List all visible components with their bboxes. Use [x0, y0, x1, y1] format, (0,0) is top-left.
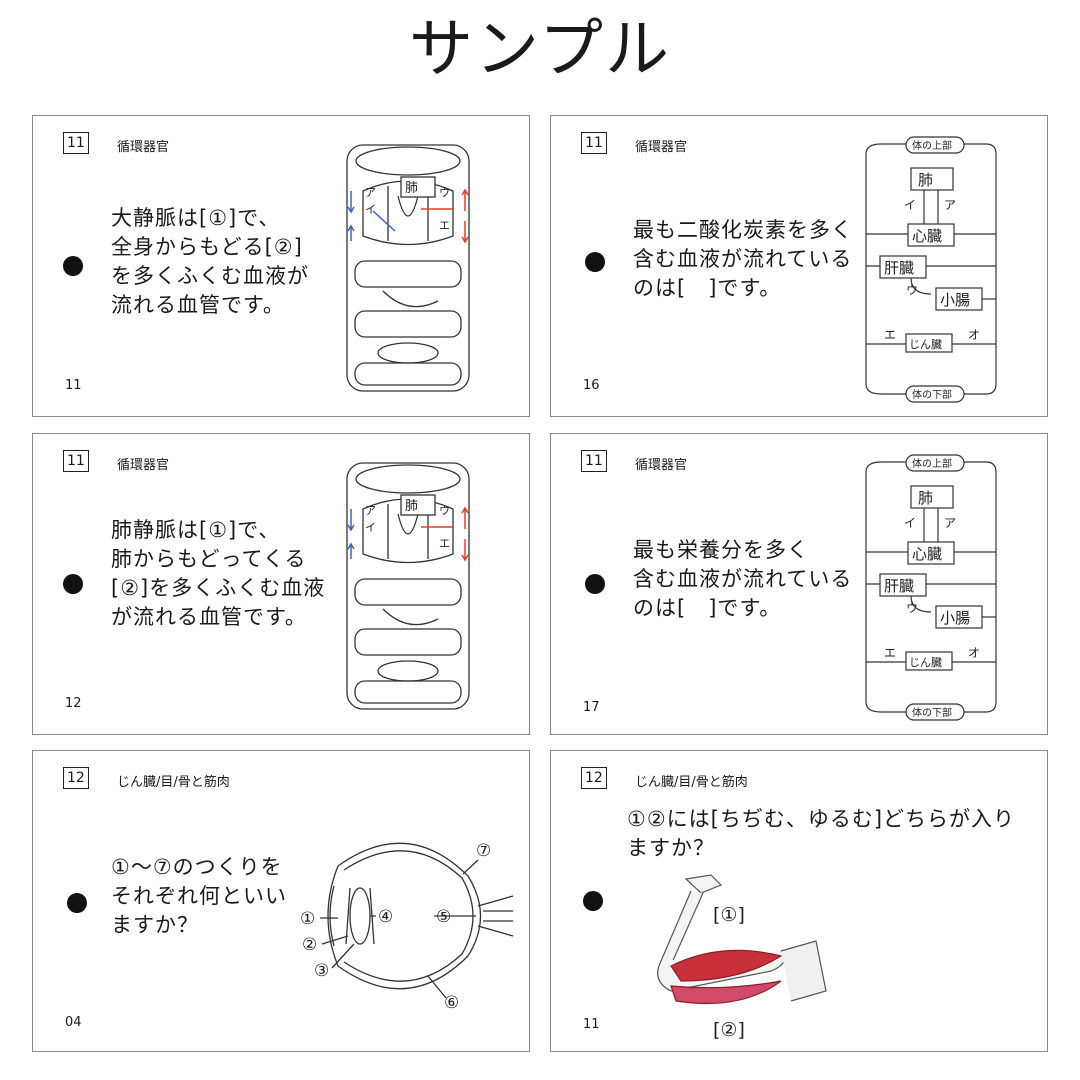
label-a: ア [365, 504, 376, 517]
topic-label: じん臓/目/骨と筋肉 [635, 775, 748, 790]
flashcard-carbon-dioxide[interactable]: 11 循環器官 最も二酸化炭素を多く 含む血液が流れている のは[ ]です。 1… [550, 115, 1048, 417]
label-lung: 肺 [918, 171, 933, 189]
label-o: オ [968, 328, 980, 342]
label-intestine: 小腸 [940, 291, 970, 309]
page-number: 11 [65, 378, 82, 393]
page-number: 11 [583, 1017, 600, 1032]
label-liver: 肝臓 [884, 577, 914, 595]
vein-arrows [347, 191, 396, 241]
topic-label: 循環器官 [117, 458, 170, 473]
chapter-number: 11 [581, 450, 607, 472]
topic-label: 循環器官 [117, 140, 170, 155]
label-e: エ [439, 537, 450, 550]
flashcard-nutrients[interactable]: 11 循環器官 最も栄養分を多く 含む血液が流れている のは[ ]です。 17 … [550, 433, 1048, 735]
label-a: ア [365, 186, 376, 199]
bullet-dot [583, 891, 603, 911]
flashcard-vena-cava[interactable]: 11 循環器官 大静脈は[①]で、 全身からもどる[②] を多くふくむ血液が 流… [32, 115, 530, 417]
label-2: ② [302, 935, 317, 955]
question-text: 肺静脈は[①]で、 肺からもどってくる [②]を多くふくむ血液 が流れる血管です… [111, 518, 326, 629]
label-lung: 肺 [405, 499, 418, 514]
label-7: ⑦ [476, 841, 491, 861]
label-e: エ [884, 646, 896, 660]
label-heart: 心臓 [912, 227, 942, 245]
label-6: ⑥ [444, 993, 459, 1013]
label-i: イ [365, 521, 376, 534]
label-lung: 肺 [405, 181, 418, 196]
artery-arrows [421, 188, 469, 244]
label-1: [①] [713, 904, 745, 926]
flashcard-muscle[interactable]: 12 じん臓/目/骨と筋肉 ①②には[ちぢむ、ゆるむ]どちらが入り ますか？ 1… [550, 750, 1048, 1052]
label-intestine: 小腸 [940, 609, 970, 627]
label-4: ④ [378, 907, 393, 927]
circulation-flowchart: 体の上部 体の下部 肺 イ ア 心臓 肝臓 ウ 小腸 じん臓 エ オ [865, 136, 997, 403]
label-2: [②] [713, 1019, 745, 1041]
circulation-flowchart: 体の上部 体の下部 肺 イ ア 心臓 肝臓 ウ 小腸 じん臓 エ オ [865, 454, 997, 721]
vein-arrows [347, 509, 355, 559]
topic-label: 循環器官 [635, 140, 688, 155]
label-lung: 肺 [918, 489, 933, 507]
question-text: 大静脈は[①]で、 全身からもどる[②] を多くふくむ血液が 流れる血管です。 [111, 206, 309, 317]
page-number: 04 [65, 1015, 82, 1030]
label-3: ③ [314, 961, 329, 981]
chapter-number: 11 [63, 450, 89, 472]
chapter-number: 11 [63, 132, 89, 154]
label-u: ウ [906, 601, 918, 615]
question-text: ①②には[ちぢむ、ゆるむ]どちらが入り ますか？ [627, 807, 1016, 860]
label-i: イ [365, 203, 376, 216]
chapter-number: 12 [63, 767, 89, 789]
arm-muscle-diagram: [①] [②] [657, 874, 827, 1041]
label-o: オ [968, 646, 980, 660]
question-text: 最も二酸化炭素を多く 含む血液が流れている のは[ ]です。 [633, 218, 853, 300]
flashcard-eye[interactable]: 12 じん臓/目/骨と筋肉 ①〜⑦のつくりを それぞれ何といい ますか？ 04 … [32, 750, 530, 1052]
bullet-dot [63, 256, 83, 276]
question-text: 最も栄養分を多く 含む血液が流れている のは[ ]です。 [633, 538, 853, 620]
circulation-figure: 肺 ア イ ウ エ [346, 462, 470, 710]
label-u: ウ [439, 186, 450, 199]
label-a: ア [944, 198, 956, 212]
chapter-number: 12 [581, 767, 607, 789]
artery-arrows [421, 506, 469, 562]
label-kidney: じん臓 [909, 656, 942, 669]
label-upper-body: 体の上部 [912, 457, 952, 470]
label-kidney: じん臓 [909, 338, 942, 351]
label-i: イ [904, 516, 916, 530]
circulation-figure: 肺 ア イ ウ エ [346, 144, 470, 392]
bullet-dot [67, 893, 87, 913]
label-heart: 心臓 [912, 545, 942, 563]
label-5: ⑤ [436, 907, 451, 927]
question-text: ①〜⑦のつくりを それぞれ何といい ますか？ [111, 855, 287, 937]
topic-label: じん臓/目/骨と筋肉 [117, 775, 230, 790]
bullet-dot [585, 252, 605, 272]
label-u: ウ [906, 283, 918, 297]
bullet-dot [63, 574, 83, 594]
label-upper-body: 体の上部 [912, 139, 952, 152]
bullet-dot [585, 574, 605, 594]
page-number: 16 [583, 378, 600, 393]
label-e: エ [884, 328, 896, 342]
label-u: ウ [439, 504, 450, 517]
label-1: ① [300, 909, 315, 929]
eye-diagram: ① ② ③ ④ ⑤ ⑥ ⑦ [300, 841, 514, 1013]
topic-label: 循環器官 [635, 458, 688, 473]
page-number: 17 [583, 700, 600, 715]
label-lower-body: 体の下部 [912, 388, 952, 401]
flashcard-pulmonary-vein[interactable]: 11 循環器官 肺静脈は[①]で、 肺からもどってくる [②]を多くふくむ血液 … [32, 433, 530, 735]
label-i: イ [904, 198, 916, 212]
label-lower-body: 体の下部 [912, 706, 952, 719]
chapter-number: 11 [581, 132, 607, 154]
sample-banner: サンプル [408, 13, 672, 87]
page-number: 12 [65, 696, 82, 711]
label-liver: 肝臓 [884, 259, 914, 277]
label-a: ア [944, 516, 956, 530]
label-e: エ [439, 219, 450, 232]
